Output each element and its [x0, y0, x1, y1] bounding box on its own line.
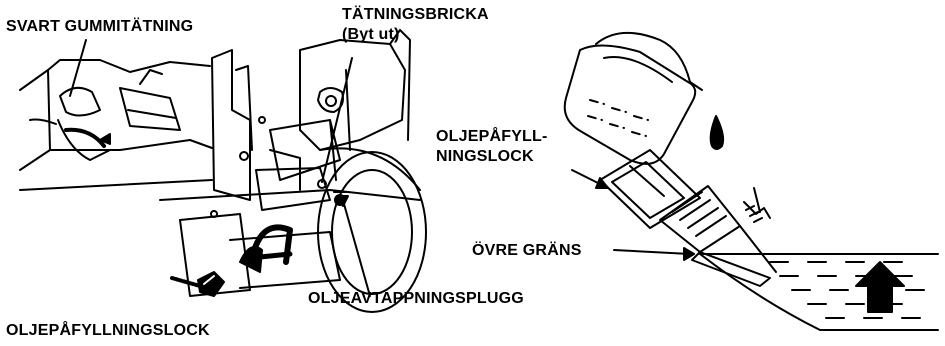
- dipstick-assembly: [600, 150, 776, 286]
- label-black-rubber-seal: SVART GUMMITÄTNING: [6, 18, 193, 36]
- label-sealing-washer: TÄTNINGSBRICKA: [342, 6, 489, 24]
- label-oil-filler-cap-left: OLJEPÅFYLLNINGSLOCK: [6, 322, 210, 340]
- engine-body: [160, 30, 420, 296]
- wheel: [318, 148, 426, 312]
- label-sealing-washer-note: (Byt ut): [342, 26, 400, 44]
- label-upper-limit: ÖVRE GRÄNS: [472, 242, 582, 260]
- oil-pitcher: [565, 33, 702, 164]
- label-oil-drain-plug: OLJEAVTAPPNINGSPLUGG: [308, 290, 524, 308]
- label-oil-filler-cap-right-1: OLJEPÅFYLL-: [436, 128, 548, 146]
- oil-drop: [711, 116, 723, 149]
- dipstick-cap-small: [172, 272, 224, 296]
- leader-upper-limit: [614, 250, 690, 254]
- label-oil-filler-cap-right-2: NINGSLOCK: [436, 148, 534, 166]
- rubber-seal-inset: [20, 60, 212, 190]
